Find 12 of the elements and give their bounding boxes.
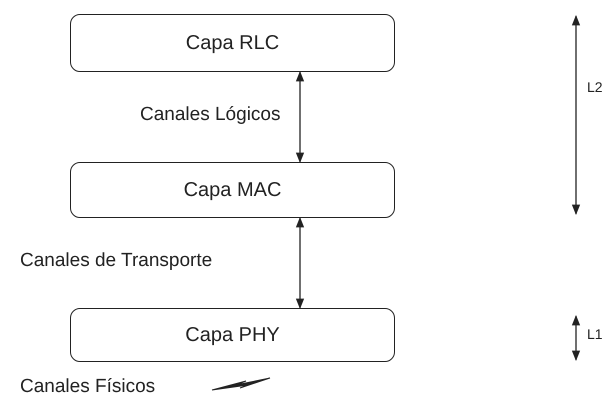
layer-box [70,308,395,362]
edge-label: Canales Lógicos [140,104,280,126]
layer-box [70,14,395,72]
layer-name: Capa MAC [184,178,282,202]
layer-level-label: L1 [587,326,603,342]
layer-name: Capa RLC [186,32,280,54]
layer-name: Capa PHY [185,324,280,346]
layer-box [70,162,395,218]
edge-label: Canales de Transporte [20,250,212,272]
double-arrow [296,70,304,164]
layer-level-label: L2 [587,79,603,95]
double-arrow [296,216,304,310]
